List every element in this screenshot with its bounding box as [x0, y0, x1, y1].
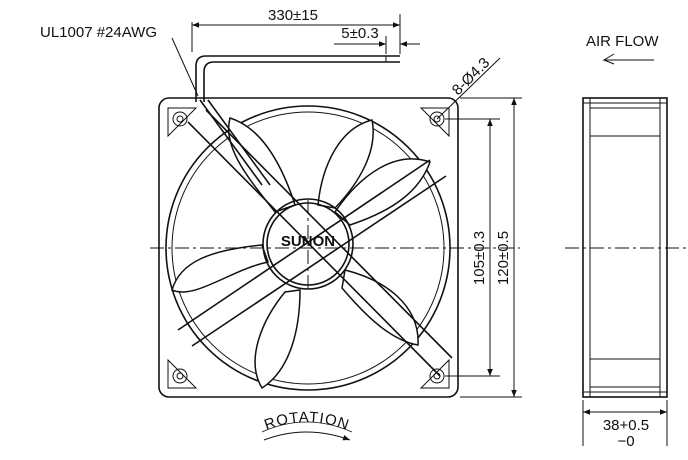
rotation-indicator: ROTATION: [261, 409, 353, 441]
svg-text:5±0.3: 5±0.3: [341, 25, 378, 42]
svg-text:8-Ø4.3: 8-Ø4.3: [449, 54, 493, 98]
wire-spec-label: UL1007 #24AWG: [40, 24, 157, 41]
depth-dimension: 38+0.5 −0: [582, 400, 668, 450]
wire-spec-leader: [171, 37, 199, 97]
svg-text:−0: −0: [617, 433, 634, 450]
brand-label: SUNON: [281, 233, 335, 250]
svg-text:105±0.3: 105±0.3: [471, 231, 488, 285]
mounting-holes: [167, 107, 450, 389]
fan-blades: [171, 117, 431, 390]
airflow-indicator: AIR FLOW: [586, 33, 659, 65]
front-view: SUNON: [150, 97, 520, 398]
svg-text:ROTATION: ROTATION: [262, 409, 352, 434]
side-view: [565, 97, 688, 398]
svg-text:AIR FLOW: AIR FLOW: [586, 33, 659, 50]
lead-wires: [195, 55, 400, 186]
frame-size-dimension: 120±0.5: [460, 97, 522, 398]
svg-text:38+0.5: 38+0.5: [603, 417, 649, 434]
svg-text:120±0.5: 120±0.5: [495, 231, 512, 285]
frame-spokes: [177, 109, 453, 377]
strip-length-dimension: 5±0.3: [334, 25, 420, 54]
hole-pitch-dimension: 105±0.3: [445, 118, 500, 377]
lead-length-dimension: 330±15: [191, 7, 401, 54]
hole-spec-callout: 8-Ø4.3: [436, 54, 501, 120]
svg-text:330±15: 330±15: [268, 7, 318, 24]
